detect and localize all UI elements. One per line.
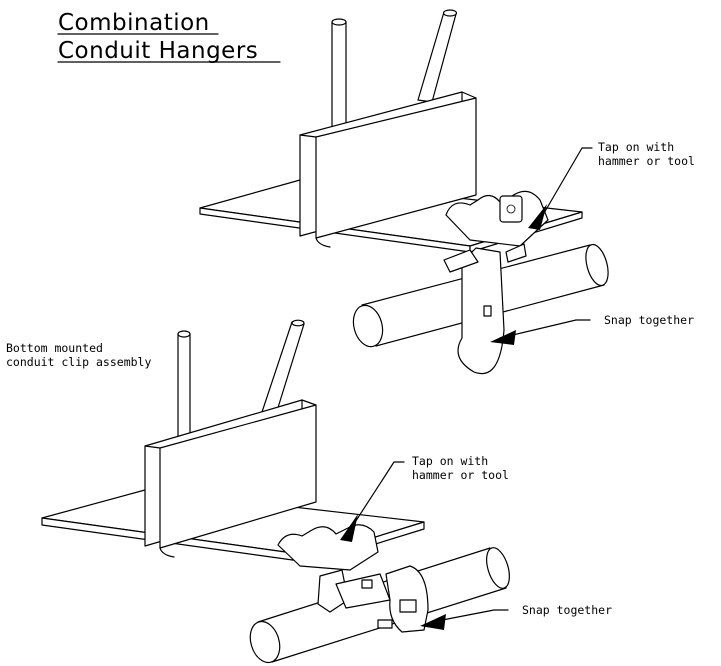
bottom-side-label-line-2: conduit clip assembly xyxy=(6,355,151,369)
title-line-2: Conduit Hangers xyxy=(58,38,258,64)
top-vertical-rod xyxy=(331,18,347,131)
top-tap-leader xyxy=(528,147,593,230)
top-assembly: Tap on with hammer or tool Snap together xyxy=(199,9,695,375)
top-tap-label-line-2: hammer or tool xyxy=(598,154,695,168)
bottom-assembly: Bottom mounted conduit clip assembly xyxy=(6,319,612,664)
top-angle-web xyxy=(299,91,477,248)
bottom-snap-leader xyxy=(420,609,509,630)
bottom-tap-leader xyxy=(340,461,405,542)
top-snap-leader xyxy=(490,319,591,345)
title-block: Combination Conduit Hangers xyxy=(57,10,281,64)
bottom-tap-label-line-2: hammer or tool xyxy=(412,468,509,482)
top-slanted-rod xyxy=(417,9,458,103)
bottom-snap-label: Snap together xyxy=(522,603,612,617)
title-line-1: Combination xyxy=(58,10,210,36)
bottom-vertical-rod xyxy=(177,330,191,441)
top-tap-label-line-1: Tap on with xyxy=(598,140,674,154)
bottom-tap-label-line-1: Tap on with xyxy=(412,454,488,468)
top-snap-label: Snap together xyxy=(604,313,694,327)
bottom-slanted-rod xyxy=(261,319,305,415)
bottom-side-label-line-1: Bottom mounted xyxy=(6,341,103,355)
bottom-conduit-pipe xyxy=(249,547,510,664)
bottom-angle-web xyxy=(144,399,317,558)
